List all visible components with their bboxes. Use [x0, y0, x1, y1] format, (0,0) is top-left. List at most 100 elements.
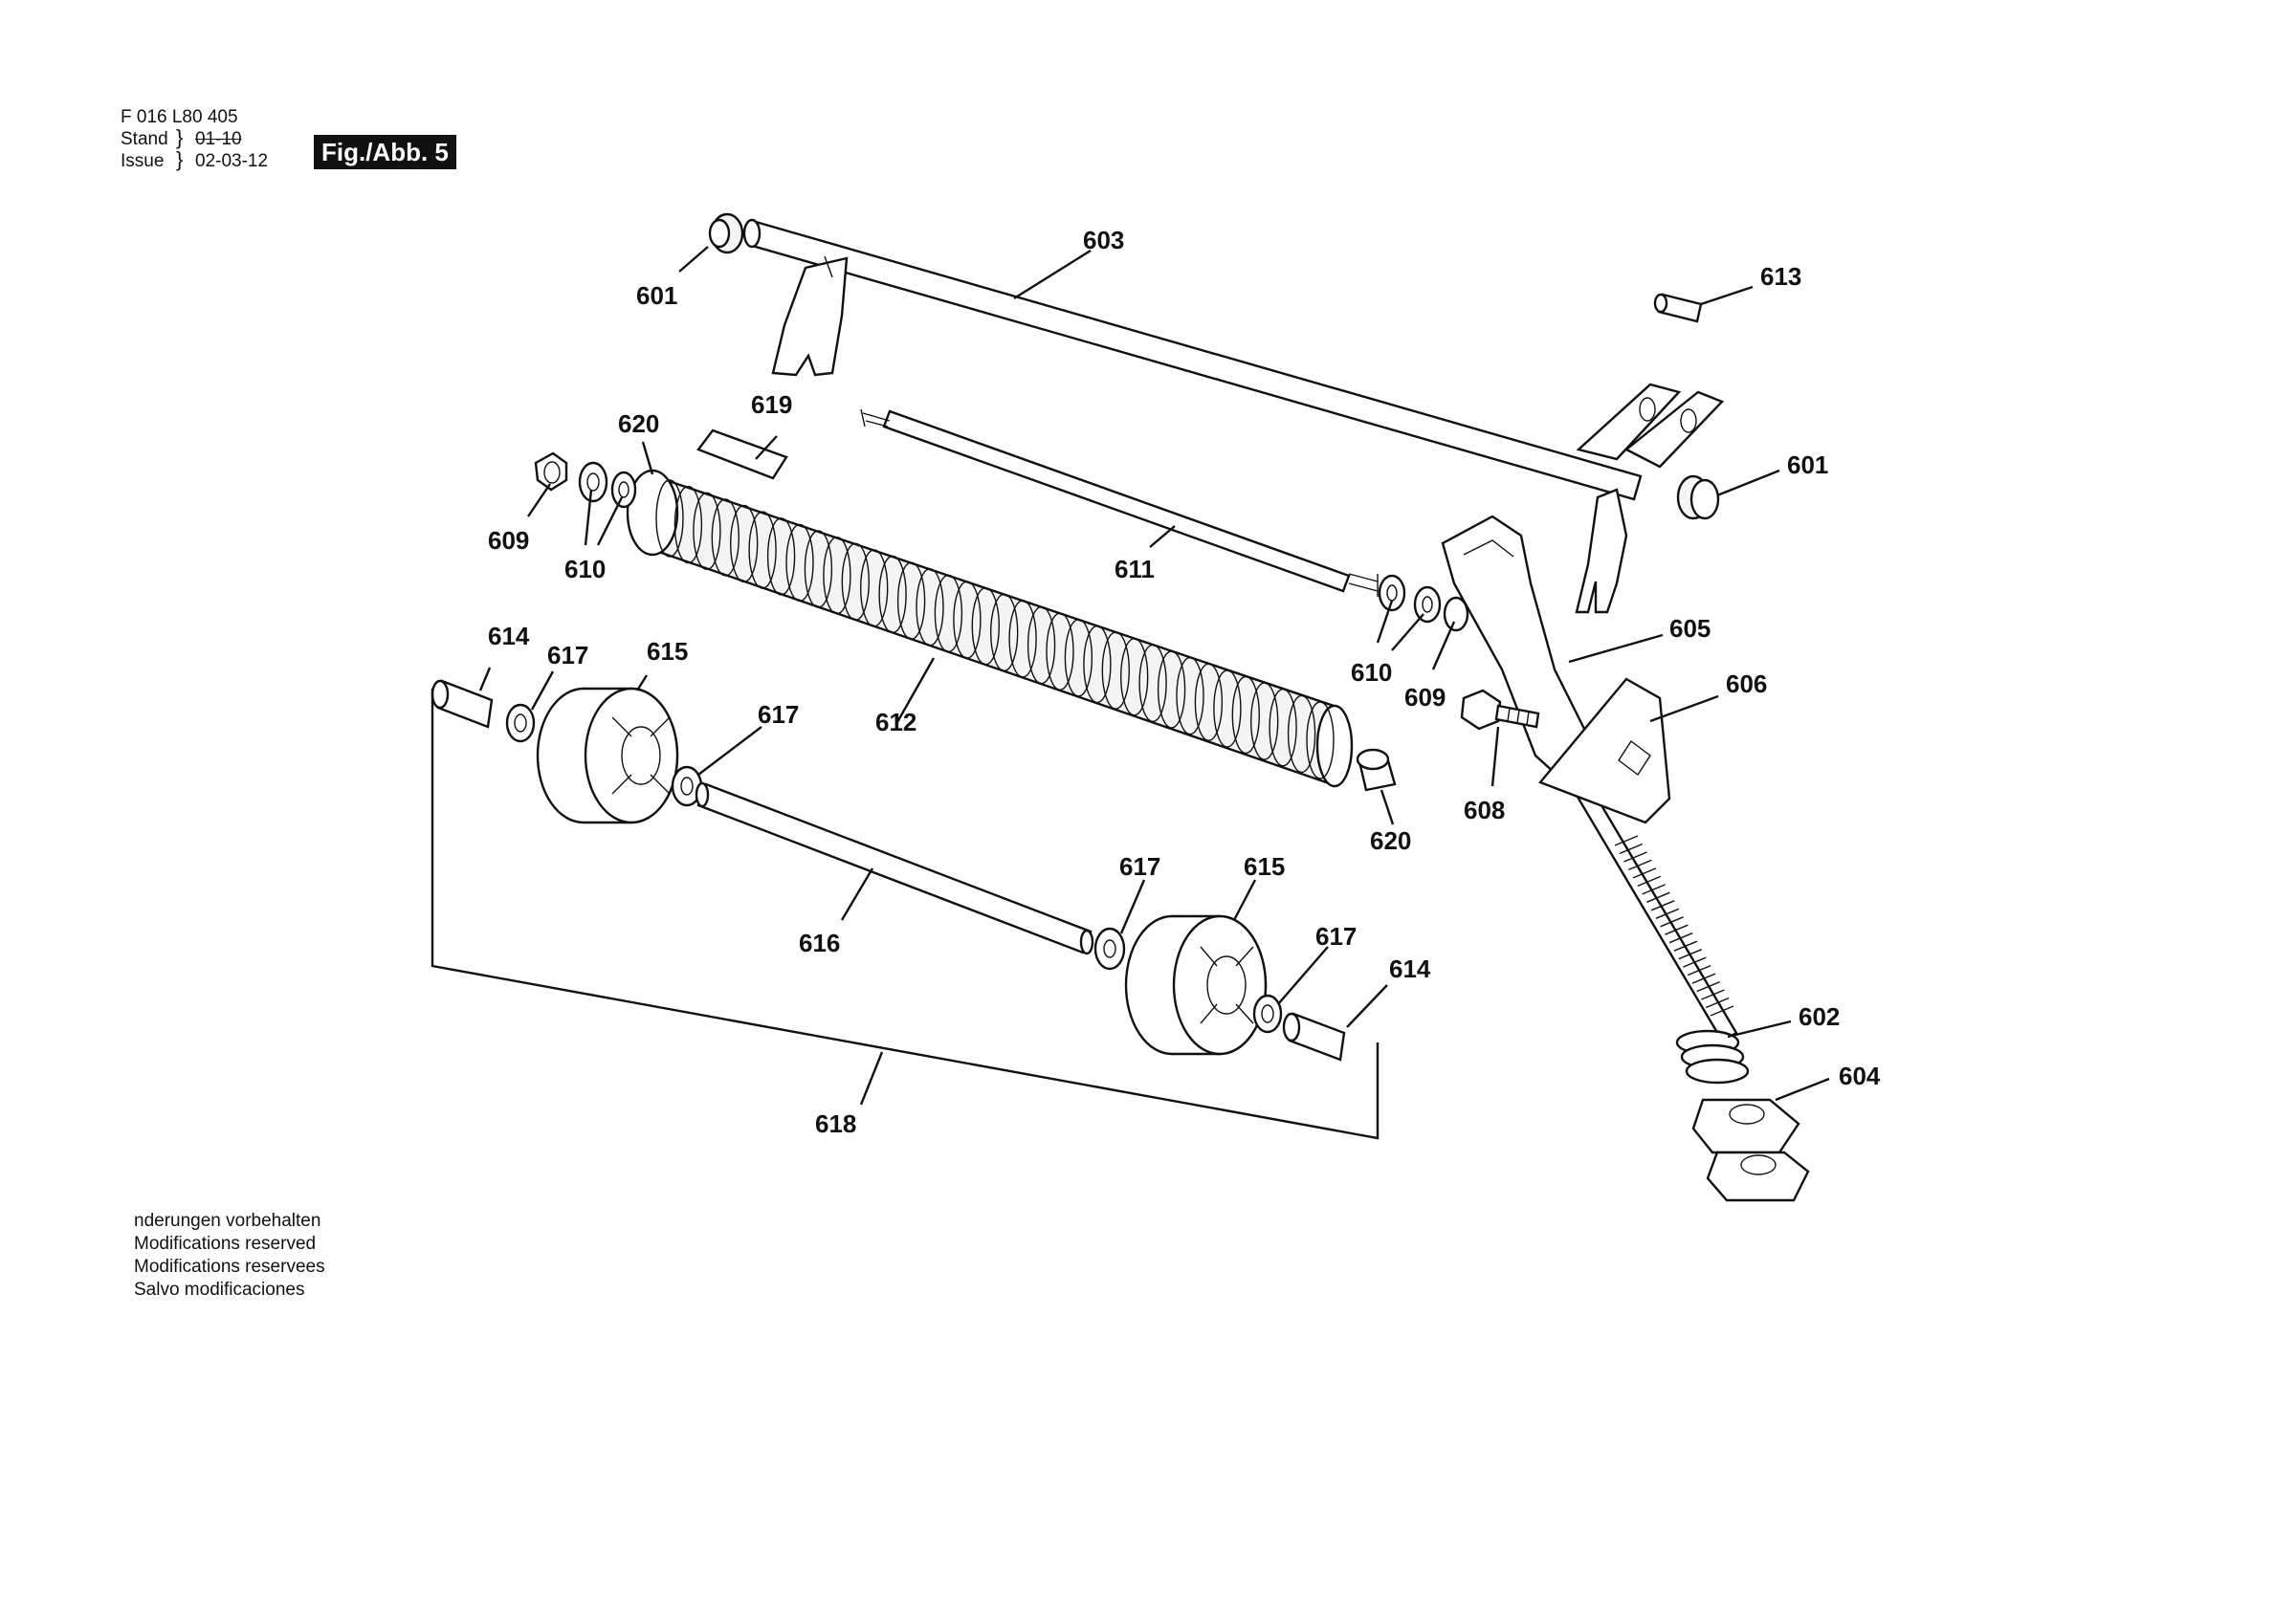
rod-thread-line	[1646, 891, 1670, 903]
tag-619	[696, 428, 788, 480]
pin-613	[1653, 293, 1703, 323]
rod-thread-line	[1660, 916, 1684, 928]
issue-row: Issue} 02-03-12	[121, 147, 269, 172]
right-washers	[1378, 574, 1469, 632]
callout-609-left: 609	[488, 526, 529, 555]
issue-date: 02-03-12	[195, 151, 269, 171]
callout-615-left: 615	[647, 637, 688, 666]
roller-groove-ring	[1083, 625, 1112, 704]
rod-thread-line	[1642, 884, 1666, 895]
callout-604: 604	[1839, 1062, 1881, 1090]
rod-thread-line	[1687, 964, 1711, 976]
rod-thread-line	[1696, 980, 1720, 993]
roller-groove-ring	[1176, 656, 1204, 735]
roller-groove-ring	[1287, 694, 1316, 774]
rod-thread-line	[1705, 997, 1730, 1009]
group-bracket-618	[430, 689, 1380, 1140]
callout-611: 611	[1115, 555, 1155, 583]
roller-groove-ring	[878, 555, 907, 634]
notice-line-fr: Modifications reservees	[134, 1257, 325, 1277]
figure-badge: Fig./Abb. 5	[314, 135, 456, 169]
issue-label: Issue	[121, 151, 165, 171]
plate-606	[1538, 677, 1671, 824]
washer-617c	[1093, 927, 1126, 971]
rod-thread-line	[1691, 973, 1716, 984]
wheel-615b	[1124, 914, 1268, 1056]
bolt-608	[1460, 689, 1540, 731]
roller-groove-ring	[953, 581, 982, 659]
rod-thread-line	[1637, 875, 1662, 888]
roller-grooves	[655, 479, 1335, 779]
spring-602	[1675, 1029, 1750, 1085]
callout-609-right: 609	[1404, 683, 1446, 712]
rod-thread-line	[1614, 835, 1639, 846]
brace-glyph: }	[176, 147, 184, 171]
callout-619: 619	[751, 390, 792, 419]
rod-thread-line	[1678, 949, 1702, 960]
roller-groove-ring	[1213, 669, 1242, 748]
roller-groove-ring	[766, 517, 796, 596]
rod-thread-line	[1665, 924, 1689, 935]
roller-groove-ring	[1194, 663, 1224, 741]
roller-612	[626, 469, 1354, 788]
callout-617-b: 617	[758, 700, 799, 729]
stand-label: Stand	[121, 129, 168, 149]
roller-groove-ring	[1008, 600, 1037, 678]
header-block: F 016 L80 405 Stand}01-10 Issue}02-03-12	[121, 107, 268, 171]
bushing-620	[1356, 748, 1397, 792]
callout-620-left: 620	[618, 409, 659, 438]
spindle-611	[860, 408, 1379, 597]
callout-620-right: 620	[1370, 826, 1411, 855]
callout-605: 605	[1669, 614, 1711, 643]
lever-605	[1441, 515, 1598, 777]
roller-groove-ring	[1027, 605, 1056, 685]
bracket-right	[1575, 383, 1725, 614]
roller-groove-ring	[1269, 689, 1297, 767]
roller-groove-ring	[934, 574, 963, 653]
notice-line-de: nderungen vorbehalten	[134, 1211, 321, 1231]
roller-groove-ring	[1249, 682, 1279, 760]
notice-line-en: Modifications reserved	[134, 1234, 317, 1254]
callout-617-a: 617	[547, 641, 588, 669]
rod-thread-line	[1628, 859, 1652, 871]
roller-groove-ring	[711, 498, 740, 577]
callout-617-c: 617	[1119, 852, 1160, 881]
roller-groove-ring	[673, 485, 703, 564]
callout-602: 602	[1799, 1002, 1840, 1031]
rod-threads	[1614, 835, 1734, 1017]
bushing-614b	[1282, 1012, 1346, 1062]
roller-groove-ring	[748, 511, 777, 589]
rod-thread-line	[1701, 989, 1725, 1000]
washer-617d	[1252, 994, 1283, 1034]
rod-thread-line	[1655, 908, 1680, 919]
roller-groove-ring	[1138, 644, 1167, 722]
leader-lines	[478, 246, 1830, 1102]
callout-606: 606	[1726, 669, 1767, 698]
callout-614-right: 614	[1389, 954, 1431, 983]
callout-615-right: 615	[1244, 852, 1285, 881]
callout-601-right: 601	[1787, 450, 1828, 479]
shaft-603	[708, 212, 1643, 501]
roller-groove-ring	[693, 492, 721, 570]
roller-groove-ring	[896, 561, 926, 640]
callout-labels: 601 603 613 601 619 620 609 610 611 610 …	[488, 226, 1881, 1138]
roller-groove-ring	[971, 587, 1001, 666]
left-nut-washers	[534, 451, 637, 509]
rod-thread-line	[1668, 932, 1693, 944]
callout-613: 613	[1760, 262, 1801, 291]
wheel-615a	[536, 687, 679, 824]
doc-number: F 016 L80 405	[121, 107, 238, 127]
callout-616: 616	[799, 929, 840, 957]
roller-groove-ring	[860, 549, 889, 627]
roller-groove-ring	[1306, 701, 1335, 779]
roller-groove-ring	[1046, 612, 1074, 691]
bushing-614a	[430, 679, 494, 729]
rod-thread-line	[1673, 940, 1698, 952]
nuts-604	[1691, 1098, 1810, 1202]
callout-618: 618	[815, 1109, 856, 1138]
roller-groove-ring	[989, 593, 1019, 671]
roller-groove-ring	[841, 542, 870, 621]
rod-thread-line	[1623, 851, 1647, 863]
callout-601-left: 601	[636, 281, 677, 310]
